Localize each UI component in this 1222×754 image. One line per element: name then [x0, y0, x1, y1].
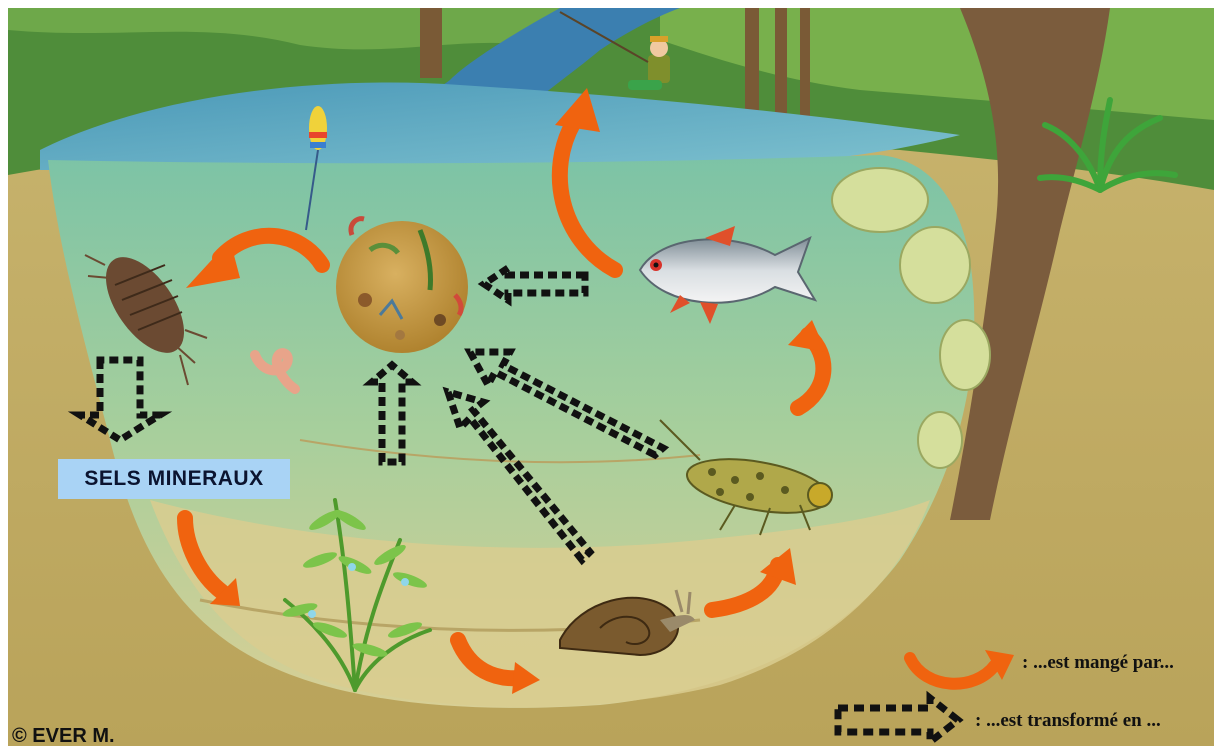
copyright-text: © EVER M. [12, 725, 115, 748]
legend-transformed-text: : ...est transformé en ... [975, 710, 1161, 732]
mineral-salts-label: SELS MINERAUX [58, 459, 290, 499]
legend-eaten-text: : ...est mangé par... [1022, 652, 1174, 674]
